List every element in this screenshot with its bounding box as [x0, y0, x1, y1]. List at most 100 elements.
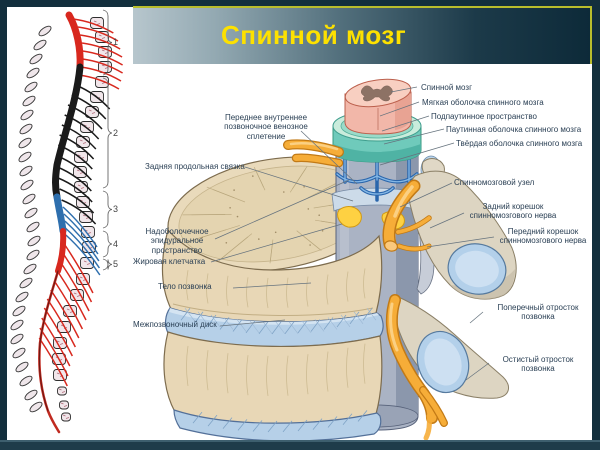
vertebral-body-2 — [163, 331, 383, 425]
spinal-nerves — [283, 139, 448, 441]
leader-line — [399, 182, 453, 208]
nerve-root-line — [60, 262, 90, 312]
nerve-root-line — [64, 227, 101, 269]
spinous-process-mark — [29, 401, 43, 413]
spinal-cord-line — [38, 11, 84, 434]
leader-line — [379, 101, 420, 117]
slide-title: Спинной мозг — [221, 20, 407, 50]
spinous-process-mark — [26, 221, 40, 233]
intervertebral-disc-2 — [173, 409, 382, 442]
leader-line — [244, 166, 354, 202]
label-intervertebral-disc: Межпозвоночный диск — [133, 320, 217, 329]
leader-line — [465, 362, 490, 381]
spinous-process-mark — [24, 81, 38, 93]
nerve-root-line — [50, 289, 80, 339]
vertebral-body-1 — [161, 228, 383, 323]
label-posterior-longitudinal-ligament: Задняя продольная связка — [145, 162, 245, 171]
disc2-hatch — [192, 410, 368, 433]
spinous-process-mark — [12, 305, 26, 317]
spinous-process-mark — [20, 109, 34, 121]
leader-line — [210, 223, 343, 263]
leader-line — [379, 142, 455, 166]
vertebral-body-mark — [79, 211, 93, 223]
spinous-process-mark — [19, 165, 33, 177]
leader-line — [429, 212, 465, 229]
nerve-root-line — [63, 213, 99, 255]
nerve-root-line — [80, 66, 122, 82]
spinous-process-mark — [29, 53, 43, 65]
nerve-root-line — [82, 58, 123, 74]
leader-line — [390, 86, 418, 93]
vertebral-body-mark — [73, 166, 87, 178]
spinous-process-mark — [27, 235, 41, 247]
spinous-process-mark — [10, 333, 24, 345]
nerve-root-line — [57, 177, 93, 203]
region-braces — [102, 9, 113, 271]
nerve-root-line — [78, 74, 120, 90]
gray-matter-butterfly — [361, 85, 393, 102]
leader-line — [300, 130, 358, 185]
spinous-process-mark — [20, 179, 34, 191]
nerve-root-line — [61, 199, 97, 225]
region-brace — [102, 9, 113, 76]
spinous-process-mark — [12, 347, 26, 359]
label-epidural-space: Надоболочечное эпидуральное пространство — [145, 227, 209, 255]
spinous-process-mark — [26, 249, 40, 261]
spinal-nerve-roots — [38, 18, 123, 387]
label-spinous-process: Остистый отросток позвонка — [502, 355, 574, 374]
label-venous-plexus: Переднее внутреннее позвоночное венозное… — [224, 113, 308, 141]
nerve-root-line — [65, 234, 101, 276]
spinous-process-mark — [23, 263, 37, 275]
leader-line — [383, 128, 445, 145]
nerve-root-line — [59, 188, 95, 214]
spinous-process-mark — [18, 137, 32, 149]
spine-overview-panel: 1 2 3 4 5 — [7, 7, 133, 443]
region-brace — [102, 77, 113, 189]
nerve-root-line — [81, 42, 123, 58]
footer-bar — [0, 440, 600, 450]
spinous-process-mark — [19, 375, 33, 387]
region-brace — [102, 230, 113, 258]
nerve-root-line — [82, 50, 123, 66]
vertebral-arch-bones — [391, 158, 517, 399]
nerve-root-line — [64, 244, 94, 294]
nerve-root-line — [64, 220, 100, 262]
label-arachnoid-mater: Паутинная оболочка спинного мозга — [446, 125, 582, 134]
vertebral-body-mark — [61, 412, 71, 422]
label-ventral-root: Передний корешок спинномозгового нерва — [499, 227, 587, 246]
label-dorsal-root: Задний корешок спинномозгового нерва — [469, 202, 557, 221]
label-vertebral-body: Тело позвонка — [158, 282, 212, 291]
spinous-process-mark — [22, 193, 36, 205]
venous-plexus — [335, 152, 419, 202]
disc1-hatch — [180, 307, 377, 335]
ganglion-cut-face — [383, 240, 399, 252]
leader-line — [381, 115, 430, 132]
region-number-1: 1 — [113, 37, 118, 47]
leader-line — [426, 236, 495, 248]
nerve-root-line — [62, 206, 98, 248]
label-fat-tissue: Жировая клетчатка — [133, 257, 206, 266]
label-spinal-ganglion: Спинномозговой узел — [454, 178, 535, 187]
label-dura-mater: Твёрдая оболочка спинного мозга — [456, 139, 583, 148]
spinous-process-mark — [15, 291, 29, 303]
leader-line — [214, 179, 350, 240]
body2-texture — [186, 343, 366, 397]
vertebra-cross-section-figure — [161, 78, 517, 442]
region-brace — [102, 190, 113, 229]
vertebral-body-mark — [80, 121, 94, 133]
region-number-2: 2 — [113, 128, 118, 138]
label-pia-mater: Мягкая оболочка спинного мозга — [422, 98, 544, 107]
spinous-processes-column — [10, 25, 52, 413]
label-spinal-cord: Спинной мозг — [421, 83, 472, 92]
region-number-5: 5 — [113, 259, 118, 269]
spinous-process-mark — [15, 361, 29, 373]
anatomy-diagram-panel: Спинной мозг Мягкая оболочка спинного мо… — [133, 64, 592, 443]
region-brace — [102, 258, 113, 271]
vertebral-body-mark — [57, 386, 67, 396]
spinous-process-mark — [19, 277, 33, 289]
nerve-root-line — [39, 327, 69, 377]
nerve-root-line — [62, 253, 93, 303]
spinous-process-mark — [33, 39, 47, 51]
region-number-3: 3 — [113, 204, 118, 214]
label-transverse-process: Поперечный отросток позвонка — [497, 303, 579, 322]
